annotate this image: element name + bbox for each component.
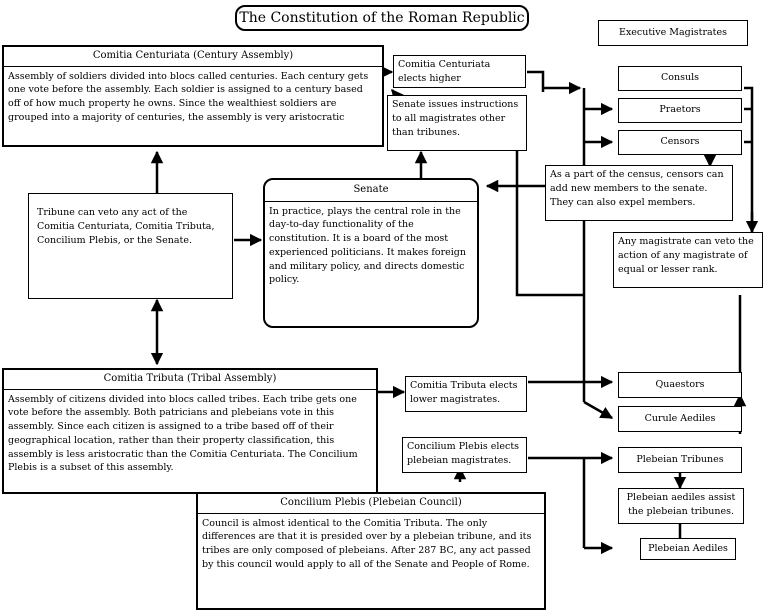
centuriata-elects-box: Comitia Centuriata elects higher magistr… xyxy=(393,55,526,88)
plebis-elects-box: Concilium Plebis elects plebeian magistr… xyxy=(402,437,527,473)
century-assembly-box: Comitia Centuriata (Century Assembly) As… xyxy=(2,45,384,147)
magistrate-veto-box: Any magistrate can veto the action of an… xyxy=(613,232,763,288)
page-title: The Constitution of the Roman Republic xyxy=(235,5,529,31)
senate-text: In practice, plays the central role in t… xyxy=(269,205,467,286)
plebeian-council-box: Concilium Plebis (Plebeian Council) Coun… xyxy=(196,492,546,610)
senate-box: Senate In practice, plays the central ro… xyxy=(263,178,479,328)
censors-note-box: As a part of the census, censors can add… xyxy=(545,165,733,221)
senate-instructions-box: Senate issues instructions to all magist… xyxy=(387,95,527,151)
executive-magistrates-label: Executive Magistrates xyxy=(598,20,748,46)
quaestors-box: Quaestors xyxy=(618,372,742,398)
censors-box: Censors xyxy=(618,130,742,155)
arrow-elects-to-curule xyxy=(583,400,614,420)
plebeian-council-text: Council is almost identical to the Comit… xyxy=(202,517,532,570)
praetors-box: Praetors xyxy=(618,98,742,123)
senate-header: Senate xyxy=(265,180,477,202)
century-assembly-text: Assembly of soldiers divided into blocs … xyxy=(8,70,369,123)
plebeian-aediles-box: Plebeian Aediles xyxy=(640,538,736,560)
consuls-box: Consuls xyxy=(618,66,742,91)
tribal-assembly-text: Assembly of citizens divided into blocs … xyxy=(8,393,358,474)
plebeian-tribunes-box: Plebeian Tribunes xyxy=(618,447,742,473)
plebeian-aediles-assist-box: Plebeian aediles assist the plebeian tri… xyxy=(618,488,744,524)
century-assembly-header: Comitia Centuriata (Century Assembly) xyxy=(4,47,382,67)
tribal-assembly-box: Comitia Tributa (Tribal Assembly) Assemb… xyxy=(2,368,378,494)
plebeian-council-header: Concilium Plebis (Plebeian Council) xyxy=(198,494,544,514)
curule-aediles-box: Curule Aediles xyxy=(618,406,742,432)
tribune-veto-box: Tribune can veto any act of the Comitia … xyxy=(28,193,233,299)
tribal-assembly-header: Comitia Tributa (Tribal Assembly) xyxy=(4,370,376,390)
tributa-elects-box: Comitia Tributa elects lower magistrates… xyxy=(405,376,527,412)
